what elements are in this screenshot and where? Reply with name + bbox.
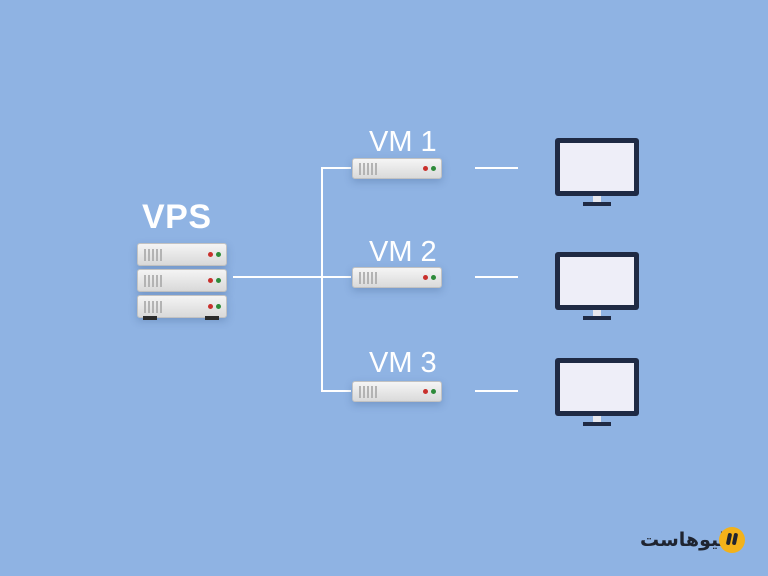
monitor-icon bbox=[555, 358, 639, 430]
connector-vertical bbox=[321, 167, 323, 392]
vps-label: VPS bbox=[142, 198, 212, 236]
connector-branch-vm1 bbox=[321, 167, 351, 169]
brand-logo-mark-icon bbox=[719, 527, 745, 553]
server-feet bbox=[137, 316, 227, 320]
connector-monitor-2 bbox=[475, 276, 518, 278]
vm-label: VM 1 bbox=[369, 126, 437, 158]
vm-server-icon bbox=[352, 158, 442, 179]
connector-branch-vm2 bbox=[321, 276, 351, 278]
server-unit bbox=[137, 243, 227, 266]
vps-server-icon bbox=[137, 243, 227, 321]
vm-server-icon bbox=[352, 267, 442, 288]
server-unit bbox=[137, 269, 227, 292]
connector-branch-vm3 bbox=[321, 390, 351, 392]
vm-label: VM 3 bbox=[369, 347, 437, 379]
vm-server-icon bbox=[352, 381, 442, 402]
monitor-icon bbox=[555, 252, 639, 324]
connector-monitor-3 bbox=[475, 390, 518, 392]
server-unit bbox=[137, 295, 227, 318]
vm-label: VM 2 bbox=[369, 236, 437, 268]
connector-trunk bbox=[233, 276, 323, 278]
brand-name: لیوهاست bbox=[640, 529, 726, 551]
monitor-icon bbox=[555, 138, 639, 210]
connector-monitor-1 bbox=[475, 167, 518, 169]
